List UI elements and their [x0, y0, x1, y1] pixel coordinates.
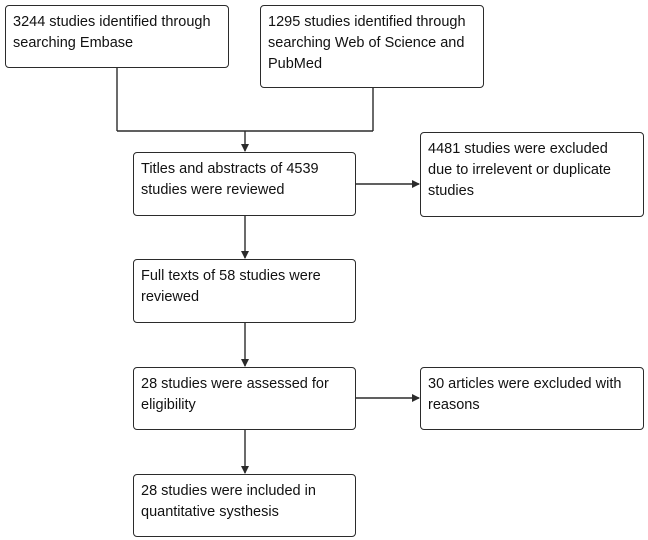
embase-search-box: 3244 studies identified through searchin…: [5, 5, 229, 68]
excluded-with-reasons-box: 30 articles were excluded with reasons: [420, 367, 644, 430]
web-of-science-pubmed-search-box: 1295 studies identified through searchin…: [260, 5, 484, 88]
excluded-irrelevant-box: 4481 studies were excluded due to irrele…: [420, 132, 644, 217]
full-text-review-box: Full texts of 58 studies were reviewed: [133, 259, 356, 323]
eligibility-assessment-box: 28 studies were assessed for eligibility: [133, 367, 356, 430]
included-studies-box: 28 studies were included in quantitative…: [133, 474, 356, 537]
titles-abstracts-review-box: Titles and abstracts of 4539 studies wer…: [133, 152, 356, 216]
